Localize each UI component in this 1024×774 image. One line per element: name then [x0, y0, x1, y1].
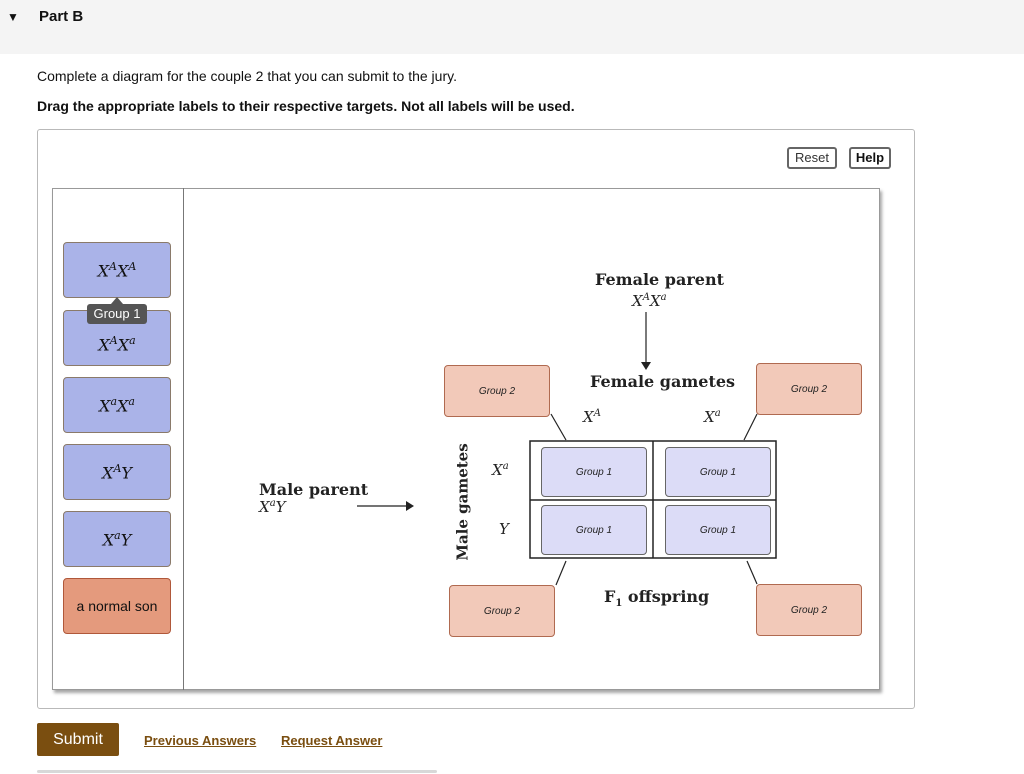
male-gamete-2: Y — [499, 520, 509, 538]
female-genotype: XAXa — [632, 292, 667, 310]
drop-zone-group2[interactable]: Group 2 — [756, 363, 862, 415]
male-gamete-1: Xa — [492, 461, 509, 479]
arrowhead-icon — [641, 362, 651, 370]
drop-zone-group2[interactable]: Group 2 — [756, 584, 862, 636]
connector-line — [743, 413, 758, 441]
label-tile[interactable]: a normal son — [63, 578, 171, 634]
male-parent-label: Male parent — [259, 480, 369, 499]
label-tile[interactable]: XAY — [63, 444, 171, 500]
connector-line — [555, 560, 567, 586]
drop-zone-group1[interactable]: Group 1 — [541, 505, 647, 555]
submit-button[interactable]: Submit — [37, 723, 119, 756]
previous-answers-link[interactable]: Previous Answers — [144, 733, 257, 748]
label-tile[interactable]: XaY — [63, 511, 171, 567]
intro-text: Complete a diagram for the couple 2 that… — [37, 68, 457, 84]
label-tile[interactable]: XaXa — [63, 377, 171, 433]
drop-zone-group1[interactable]: Group 1 — [541, 447, 647, 497]
collapse-caret-icon[interactable]: ▼ — [7, 10, 19, 24]
connector-line — [746, 560, 758, 585]
drop-zone-group1[interactable]: Group 1 — [665, 505, 771, 555]
male-gametes-label: Male gametes — [453, 443, 472, 561]
label-bank-divider — [183, 188, 184, 690]
arrowhead-icon — [406, 501, 414, 511]
connector-line — [550, 413, 567, 441]
drop-zone-group2[interactable]: Group 2 — [449, 585, 555, 637]
bottom-divider — [37, 770, 437, 773]
part-title: Part B — [39, 8, 84, 25]
female-gamete-1: XA — [583, 408, 601, 426]
reset-button[interactable]: Reset — [787, 147, 837, 169]
f1-offspring-label: F1 offspring — [604, 587, 710, 610]
tooltip-arrow — [111, 297, 123, 304]
help-button[interactable]: Help — [849, 147, 891, 169]
group-tooltip: Group 1 — [87, 304, 147, 324]
request-answer-link[interactable]: Request Answer — [281, 733, 383, 748]
instruction-text: Drag the appropriate labels to their res… — [37, 98, 575, 114]
drop-zone-group2[interactable]: Group 2 — [444, 365, 550, 417]
male-genotype: XaY — [259, 498, 286, 516]
female-gametes-label: Female gametes — [590, 372, 736, 391]
female-parent-label: Female parent — [595, 270, 724, 289]
female-gamete-2: Xa — [704, 408, 721, 426]
part-header[interactable] — [0, 0, 1024, 54]
drop-zone-group1[interactable]: Group 1 — [665, 447, 771, 497]
